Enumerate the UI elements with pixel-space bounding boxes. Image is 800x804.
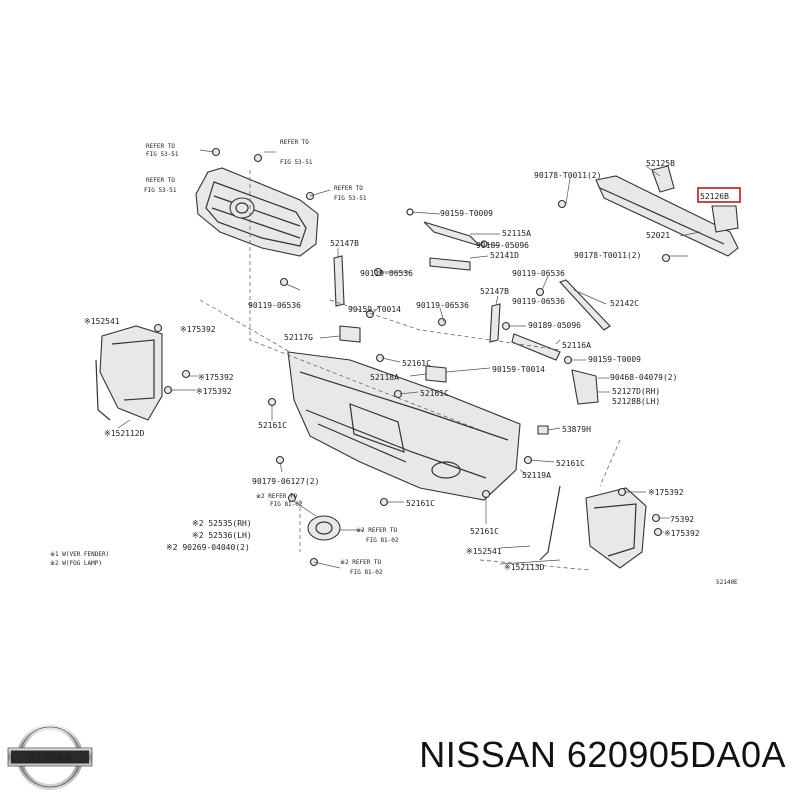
label-175392-c: ※175392: [196, 387, 232, 396]
label-ref1b: FIG 53-51: [146, 151, 179, 158]
label-90119-d: 90119-06536: [416, 301, 469, 310]
label-ref1: REFER TO: [146, 143, 175, 150]
label-ref3b: FIG 53-51: [144, 187, 177, 194]
fender-liner-left: [95, 325, 163, 421]
fog-lamp: [307, 515, 341, 541]
label-90119-e: 90119-06536: [512, 297, 565, 306]
label-90179: 90179-06127(2): [252, 477, 319, 486]
label-ref7: ※2 REFER TO: [340, 559, 382, 566]
part-number-caption: NISSAN 620905DA0A: [419, 734, 786, 775]
nissan-logo: NISSAN: [7, 724, 93, 790]
dashed-lines: [199, 170, 621, 571]
label-53879H: 53879H: [562, 425, 591, 434]
label-ref5: ※2 REFER TO: [256, 493, 298, 500]
label-90159-b: 90159-T0014: [348, 305, 401, 314]
brackets: [339, 325, 599, 435]
label-52118A: 52118A: [370, 373, 399, 382]
label-152541-a: ※152541: [84, 317, 120, 326]
label-52161C-b: 52161C: [420, 389, 449, 398]
fender-liner-right: [539, 485, 647, 569]
label-ref6: ※2 REFER TO: [356, 527, 398, 534]
grille: [195, 167, 319, 257]
label-90189-b: 90189-05096: [528, 321, 581, 330]
label-90269: ※2 90269-04040(2): [166, 543, 250, 552]
leader-lines: [117, 149, 701, 569]
label-52147B-b: 52147B: [480, 287, 509, 296]
label-90159-a: 90159-T0009: [440, 209, 493, 218]
label-ref7b: FIG 81-02: [350, 569, 383, 576]
label-52126B: 52126B: [700, 192, 729, 201]
label-52161C-d: 52161C: [556, 459, 585, 468]
label-152112D: ※152112D: [104, 429, 145, 438]
bumper-cover: [287, 351, 521, 501]
label-52119A: 52119A: [522, 471, 551, 480]
logo-wordmark: NISSAN: [28, 752, 71, 765]
label-90468: 90468-04079(2): [610, 373, 677, 382]
label-90178-b: 90178-T0011(2): [574, 251, 641, 260]
label-52127D: 52127D(RH): [612, 387, 660, 396]
part-labels: REFER TO FIG 53-51 REFER TO FIG 53-51 RE…: [50, 139, 738, 586]
label-52161C-a: 52161C: [402, 359, 431, 368]
label-75392: 75392: [670, 515, 694, 524]
label-52141D: 52141D: [490, 251, 519, 260]
bumper-reinforcement: [595, 165, 739, 257]
retainer-upper: [406, 208, 488, 248]
label-52161C-c: 52161C: [258, 421, 287, 430]
figure-number: 52140E: [716, 579, 738, 586]
label-52125B: 52125B: [646, 159, 675, 168]
label-ref6b: FIG 81-02: [366, 537, 399, 544]
label-90159-d: 90159-T0014: [492, 365, 545, 374]
label-52117G: 52117G: [284, 333, 313, 342]
label-90178-a: 90178-T0011(2): [534, 171, 601, 180]
label-90189-a: 90189-05096: [476, 241, 529, 250]
label-52021: 52021: [646, 231, 670, 240]
highlight-box: [697, 187, 741, 203]
label-175392-f: ※175392: [664, 529, 700, 538]
label-90159-c: 90159-T0009: [588, 355, 641, 364]
label-152541-b: ※152541: [466, 547, 502, 556]
label-ref2b: FIG 53-51: [280, 159, 313, 166]
label-90119-c: 90119-06536: [248, 301, 301, 310]
label-52147B-a: 52147B: [330, 239, 359, 248]
label-ref3: REFER TO: [146, 177, 175, 184]
label-ref5b: FIG 81-02: [270, 501, 303, 508]
label-52161C-e: 52161C: [406, 499, 435, 508]
label-52535: ※2 52535(RH): [192, 519, 252, 528]
label-175392-d: ※175392: [648, 488, 684, 497]
label-52116A: 52116A: [562, 341, 591, 350]
label-52161C-f: 52161C: [470, 527, 499, 536]
label-152113D: ※152113D: [504, 563, 545, 572]
label-52536: ※2 52536(LH): [192, 531, 252, 540]
label-90119-b: 90119-06536: [512, 269, 565, 278]
label-175392-a: ※175392: [180, 325, 216, 334]
label-90119-a: 90119-06536: [360, 269, 413, 278]
label-175392-b: ※175392: [198, 373, 234, 382]
footnote-2: ※2 W(FOG LAMP): [50, 560, 102, 567]
label-52128B: 52128B(LH): [612, 397, 660, 406]
label-ref4: REFER TO: [334, 185, 363, 192]
label-ref4b: FIG 53-51: [334, 195, 367, 202]
label-52142C: 52142C: [610, 299, 639, 308]
label-52115A: 52115A: [502, 229, 531, 238]
label-ref2: REFER TO: [280, 139, 309, 146]
footnote-1: ※1 W(VER FENDER): [50, 551, 109, 558]
stays: [333, 255, 611, 343]
